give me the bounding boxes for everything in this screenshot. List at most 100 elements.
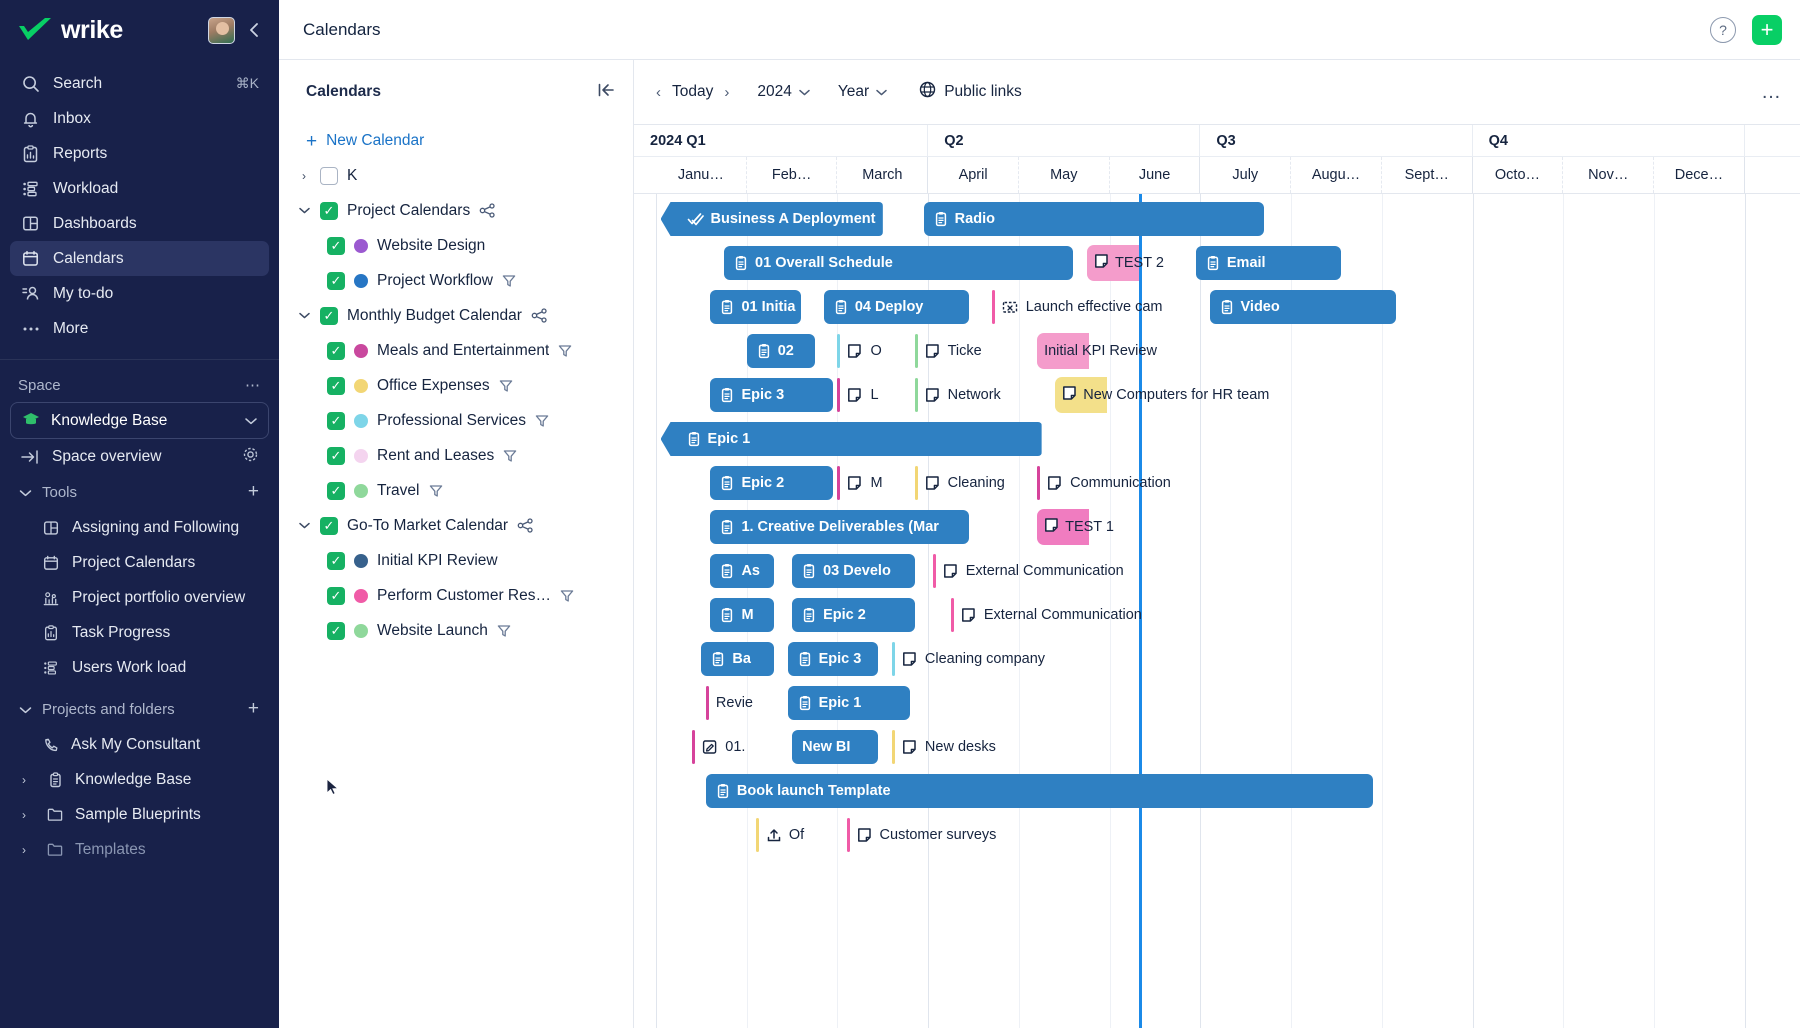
gantt-event[interactable]: Cleaning bbox=[914, 466, 1005, 500]
gantt-bar[interactable]: 02 bbox=[746, 334, 815, 368]
gantt-bar[interactable]: Epic 1 bbox=[787, 686, 911, 720]
collapse-panel-icon[interactable] bbox=[597, 82, 615, 103]
gantt-event[interactable]: Ticke bbox=[914, 334, 982, 368]
gantt-bar[interactable]: Epic 2 bbox=[710, 466, 833, 500]
new-calendar-button[interactable]: + New Calendar bbox=[279, 124, 633, 158]
sidebar-project-templates[interactable]: › Templates bbox=[10, 832, 269, 867]
calendar-item-initial-kpi-review[interactable]: ✓ Initial KPI Review bbox=[279, 543, 633, 578]
calendar-checkbox[interactable]: ✓ bbox=[327, 446, 345, 465]
chevron-down-icon[interactable] bbox=[297, 312, 311, 319]
chevron-down-icon[interactable] bbox=[297, 522, 311, 529]
gantt-event[interactable]: External Communication bbox=[932, 554, 1124, 588]
gantt-bar[interactable]: As bbox=[710, 554, 774, 588]
scale-selector[interactable]: Year bbox=[838, 83, 887, 101]
gantt-plot-area[interactable]: Business A Deployment Radio 01 Overall Sch… bbox=[634, 194, 1800, 1028]
filter-icon[interactable] bbox=[558, 344, 572, 358]
filter-icon[interactable] bbox=[429, 484, 443, 498]
calendar-item-rent-and-leases[interactable]: ✓ Rent and Leases bbox=[279, 438, 633, 473]
public-links-button[interactable]: Public links bbox=[919, 81, 1022, 103]
calendar-item-meals-and-entertainment[interactable]: ✓ Meals and Entertainment bbox=[279, 333, 633, 368]
gantt-bar[interactable]: 1. Creative Deliverables (Mar bbox=[710, 510, 970, 544]
chevron-right-icon[interactable]: › bbox=[22, 842, 26, 857]
calendar-checkbox[interactable]: ✓ bbox=[327, 341, 345, 360]
sidebar-tool-project-portfolio-overview[interactable]: Project portfolio overview bbox=[10, 580, 269, 615]
gantt-bar[interactable]: Epic 1 bbox=[660, 422, 1042, 456]
chevron-down-icon[interactable] bbox=[297, 207, 311, 214]
gantt-more-icon[interactable]: … bbox=[1761, 80, 1782, 103]
sidebar-tool-users-work-load[interactable]: Users Work load bbox=[10, 650, 269, 685]
gantt-bar[interactable]: Video bbox=[1209, 290, 1396, 324]
filter-icon[interactable] bbox=[535, 414, 549, 428]
calendar-checkbox[interactable]: ✓ bbox=[327, 411, 345, 430]
sidebar-item-space-overview[interactable]: Space overview bbox=[10, 439, 269, 474]
wrike-logo[interactable]: wrike bbox=[18, 16, 200, 45]
add-project-icon[interactable]: + bbox=[247, 698, 259, 719]
gantt-chip[interactable]: Initial KPI Review bbox=[1037, 333, 1164, 369]
calendar-group-row[interactable]: ✓ Go-To Market Calendar bbox=[279, 508, 633, 543]
calendar-checkbox[interactable]: ✓ bbox=[327, 551, 345, 570]
calendar-item-website-design[interactable]: ✓ Website Design bbox=[279, 228, 633, 263]
filter-icon[interactable] bbox=[497, 624, 511, 638]
calendar-checkbox[interactable]: ✓ bbox=[327, 376, 345, 395]
gantt-event[interactable]: New desks bbox=[891, 730, 996, 764]
filter-icon[interactable] bbox=[560, 589, 574, 603]
calendar-item-travel[interactable]: ✓ Travel bbox=[279, 473, 633, 508]
calendar-checkbox[interactable]: ✓ bbox=[320, 201, 338, 220]
gantt-chip[interactable]: TEST 1 bbox=[1037, 509, 1121, 545]
gantt-bar[interactable]: New BI bbox=[792, 730, 879, 764]
today-button[interactable]: Today bbox=[672, 83, 714, 100]
chevron-right-icon[interactable]: › bbox=[302, 168, 306, 183]
gantt-chip[interactable]: New Computers for HR team bbox=[1055, 377, 1277, 413]
create-button[interactable]: + bbox=[1752, 14, 1782, 45]
sidebar-project-ask-my-consultant[interactable]: Ask My Consultant bbox=[10, 727, 269, 762]
gantt-event[interactable]: Network bbox=[914, 378, 1001, 412]
share-icon[interactable] bbox=[517, 518, 534, 533]
gantt-event[interactable]: External Communication bbox=[950, 598, 1142, 632]
gantt-bar[interactable]: 01 Overall Schedule bbox=[724, 246, 1074, 280]
calendar-item-website-launch[interactable]: ✓ Website Launch bbox=[279, 613, 633, 648]
sidebar-project-knowledge-base[interactable]: › Knowledge Base bbox=[10, 762, 269, 797]
sidebar-item-dashboards[interactable]: Dashboards bbox=[10, 206, 269, 241]
sidebar-item-my-to-do[interactable]: My to-do bbox=[10, 276, 269, 311]
gantt-bar[interactable]: Radio bbox=[923, 202, 1264, 236]
sidebar-item-reports[interactable]: Reports bbox=[10, 136, 269, 171]
prev-period-button[interactable]: ‹ bbox=[656, 83, 661, 101]
projects-group-header[interactable]: Projects and folders + bbox=[10, 691, 269, 727]
calendar-group-row[interactable]: ✓ Monthly Budget Calendar bbox=[279, 298, 633, 333]
gantt-event[interactable]: M bbox=[837, 466, 883, 500]
sidebar-item-calendars[interactable]: Calendars bbox=[10, 241, 269, 276]
sidebar-item-more[interactable]: More bbox=[10, 311, 269, 346]
gantt-bar[interactable]: Epic 2 bbox=[792, 598, 915, 632]
calendar-item-professional-services[interactable]: ✓ Professional Services bbox=[279, 403, 633, 438]
sidebar-item-workload[interactable]: Workload bbox=[10, 171, 269, 206]
gantt-bar[interactable]: M bbox=[710, 598, 774, 632]
calendar-item-office-expenses[interactable]: ✓ Office Expenses bbox=[279, 368, 633, 403]
calendar-item-project-workflow[interactable]: ✓ Project Workflow bbox=[279, 263, 633, 298]
user-avatar[interactable] bbox=[208, 16, 235, 44]
tools-group-header[interactable]: Tools + bbox=[10, 474, 269, 510]
calendar-checkbox[interactable]: ✓ bbox=[320, 516, 338, 535]
calendar-checkbox[interactable]: ✓ bbox=[327, 271, 345, 290]
calendar-checkbox[interactable]: ✓ bbox=[320, 306, 338, 325]
chevron-right-icon[interactable]: › bbox=[22, 807, 26, 822]
space-more-icon[interactable]: ⋯ bbox=[245, 377, 261, 394]
calendar-checkbox[interactable]: ✓ bbox=[327, 621, 345, 640]
calendar-group-row[interactable]: › K bbox=[279, 158, 633, 193]
calendar-checkbox[interactable]: ✓ bbox=[327, 481, 345, 500]
add-tool-icon[interactable]: + bbox=[247, 481, 259, 502]
calendar-group-row[interactable]: ✓ Project Calendars bbox=[279, 193, 633, 228]
calendar-item-perform-customer-research[interactable]: ✓ Perform Customer Res… bbox=[279, 578, 633, 613]
gantt-bar[interactable]: Email bbox=[1195, 246, 1342, 280]
sidebar-tool-task-progress[interactable]: Task Progress bbox=[10, 615, 269, 650]
gantt-bar[interactable]: Epic 3 bbox=[710, 378, 833, 412]
next-period-button[interactable]: › bbox=[724, 83, 730, 101]
space-selector[interactable]: Knowledge Base bbox=[10, 402, 269, 439]
gantt-bar[interactable]: 01 Initia bbox=[710, 290, 802, 324]
gantt-bar[interactable]: Business A Deployment bbox=[660, 202, 883, 236]
sidebar-tool-assigning-and-following[interactable]: Assigning and Following bbox=[10, 510, 269, 545]
share-icon[interactable] bbox=[479, 203, 496, 218]
filter-icon[interactable] bbox=[502, 274, 516, 288]
sidebar-item-inbox[interactable]: Inbox bbox=[10, 101, 269, 136]
chevron-right-icon[interactable]: › bbox=[22, 772, 26, 787]
gantt-event[interactable]: Of bbox=[755, 818, 804, 852]
